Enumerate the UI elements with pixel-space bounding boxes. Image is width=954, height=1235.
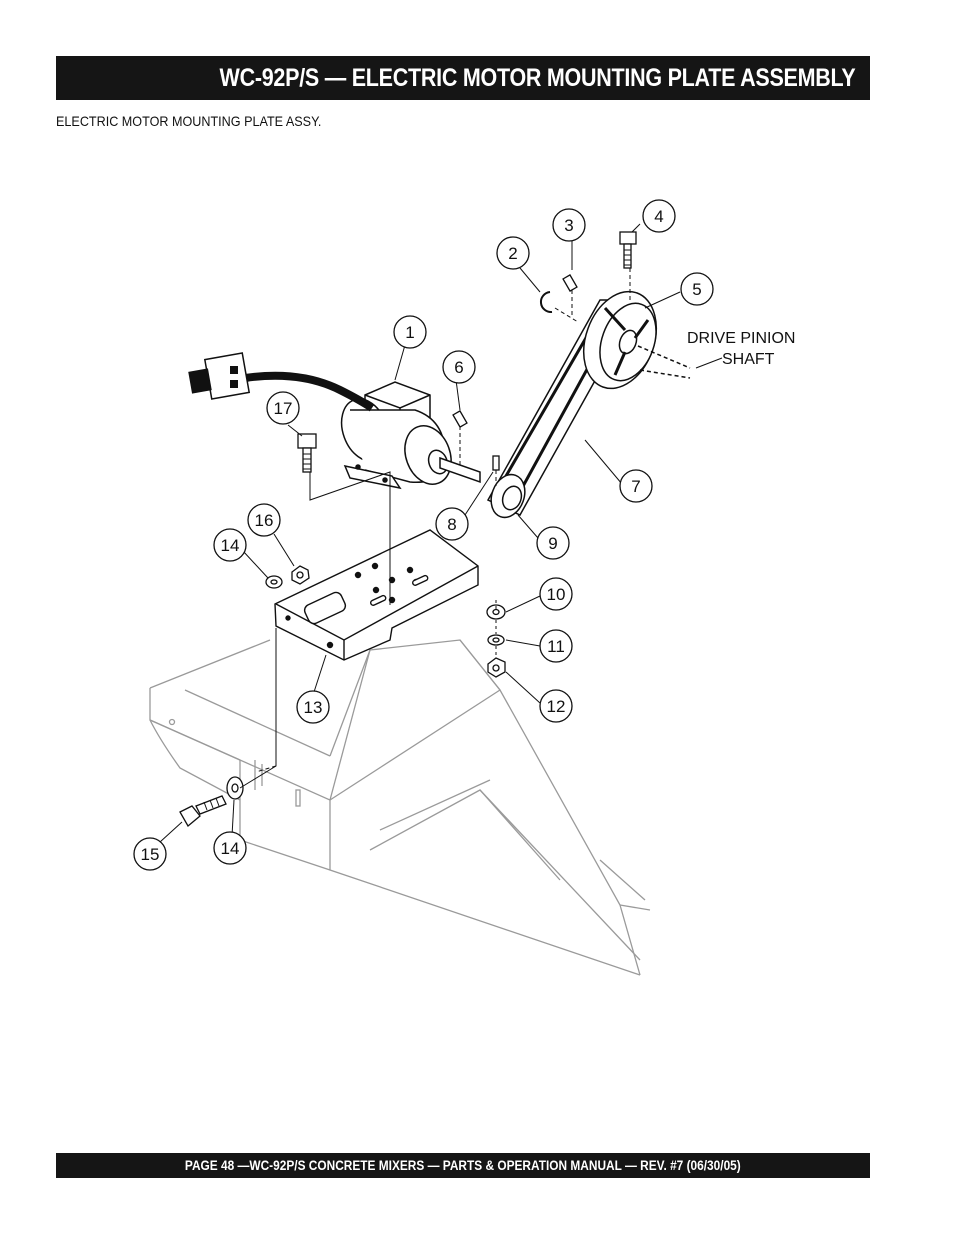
power-cord <box>188 352 375 412</box>
callout-circle <box>133 837 167 871</box>
callout-circle <box>393 315 427 349</box>
mounting-plate <box>274 529 479 661</box>
callout-numbers: 1 2 3 4 5 6 7 8 9 10 11 12 13 14 14 15 1… <box>141 207 702 864</box>
callout-number: 5 <box>692 280 701 299</box>
drive-label-line2: SHAFT <box>722 351 775 368</box>
callout-circle <box>213 528 247 562</box>
drive-pinion-label: DRIVE PINION SHAFT <box>687 330 795 368</box>
callout-number: 12 <box>547 697 566 716</box>
callout-number: 17 <box>274 399 293 418</box>
callouts <box>133 199 714 871</box>
mixer-frame <box>149 639 651 976</box>
callout-number: 10 <box>547 585 566 604</box>
leader-lines <box>159 223 723 843</box>
page-title: WC-92P/S — ELECTRIC MOTOR MOUNTING PLATE… <box>220 63 856 92</box>
callout-number: 16 <box>255 511 274 530</box>
callout-number: 1 <box>405 323 414 342</box>
callout-number: 4 <box>654 207 663 226</box>
callout-number: 14 <box>221 839 240 858</box>
page-footer-text: PAGE 48 —WC-92P/S CONCRETE MIXERS — PART… <box>185 1158 741 1173</box>
callout-number: 15 <box>141 845 160 864</box>
callout-number: 8 <box>447 515 456 534</box>
callout-circle <box>539 689 573 723</box>
callout-circle <box>539 577 573 611</box>
callout-circle <box>536 526 570 560</box>
page-title-bar: WC-92P/S — ELECTRIC MOTOR MOUNTING PLATE… <box>56 56 870 100</box>
pulley-and-belt <box>486 290 691 519</box>
electric-motor <box>340 381 481 490</box>
callout-circle <box>213 831 247 865</box>
callout-circle <box>442 350 476 384</box>
section-subtitle: ELECTRIC MOTOR MOUNTING PLATE ASSY. <box>56 113 322 129</box>
callout-circle <box>552 208 586 242</box>
callout-circle <box>266 391 300 425</box>
callout-number: 7 <box>631 477 640 496</box>
callout-number: 14 <box>221 536 240 555</box>
callout-number: 6 <box>454 358 463 377</box>
callout-circle <box>435 507 469 541</box>
callout-number: 13 <box>304 698 323 717</box>
callout-circle <box>680 272 714 306</box>
small-hardware <box>179 231 637 827</box>
page-footer-bar: PAGE 48 —WC-92P/S CONCRETE MIXERS — PART… <box>56 1153 870 1178</box>
callout-circle <box>642 199 676 233</box>
callout-circle <box>296 690 330 724</box>
callout-number: 11 <box>547 637 565 656</box>
callout-circle <box>496 236 530 270</box>
callout-number: 9 <box>548 534 557 553</box>
callout-circle <box>247 503 281 537</box>
callout-number: 2 <box>508 244 517 263</box>
drive-label-line1: DRIVE PINION <box>687 330 795 347</box>
callout-circle <box>619 469 653 503</box>
callout-circle <box>539 629 573 663</box>
callout-number: 3 <box>564 216 573 235</box>
